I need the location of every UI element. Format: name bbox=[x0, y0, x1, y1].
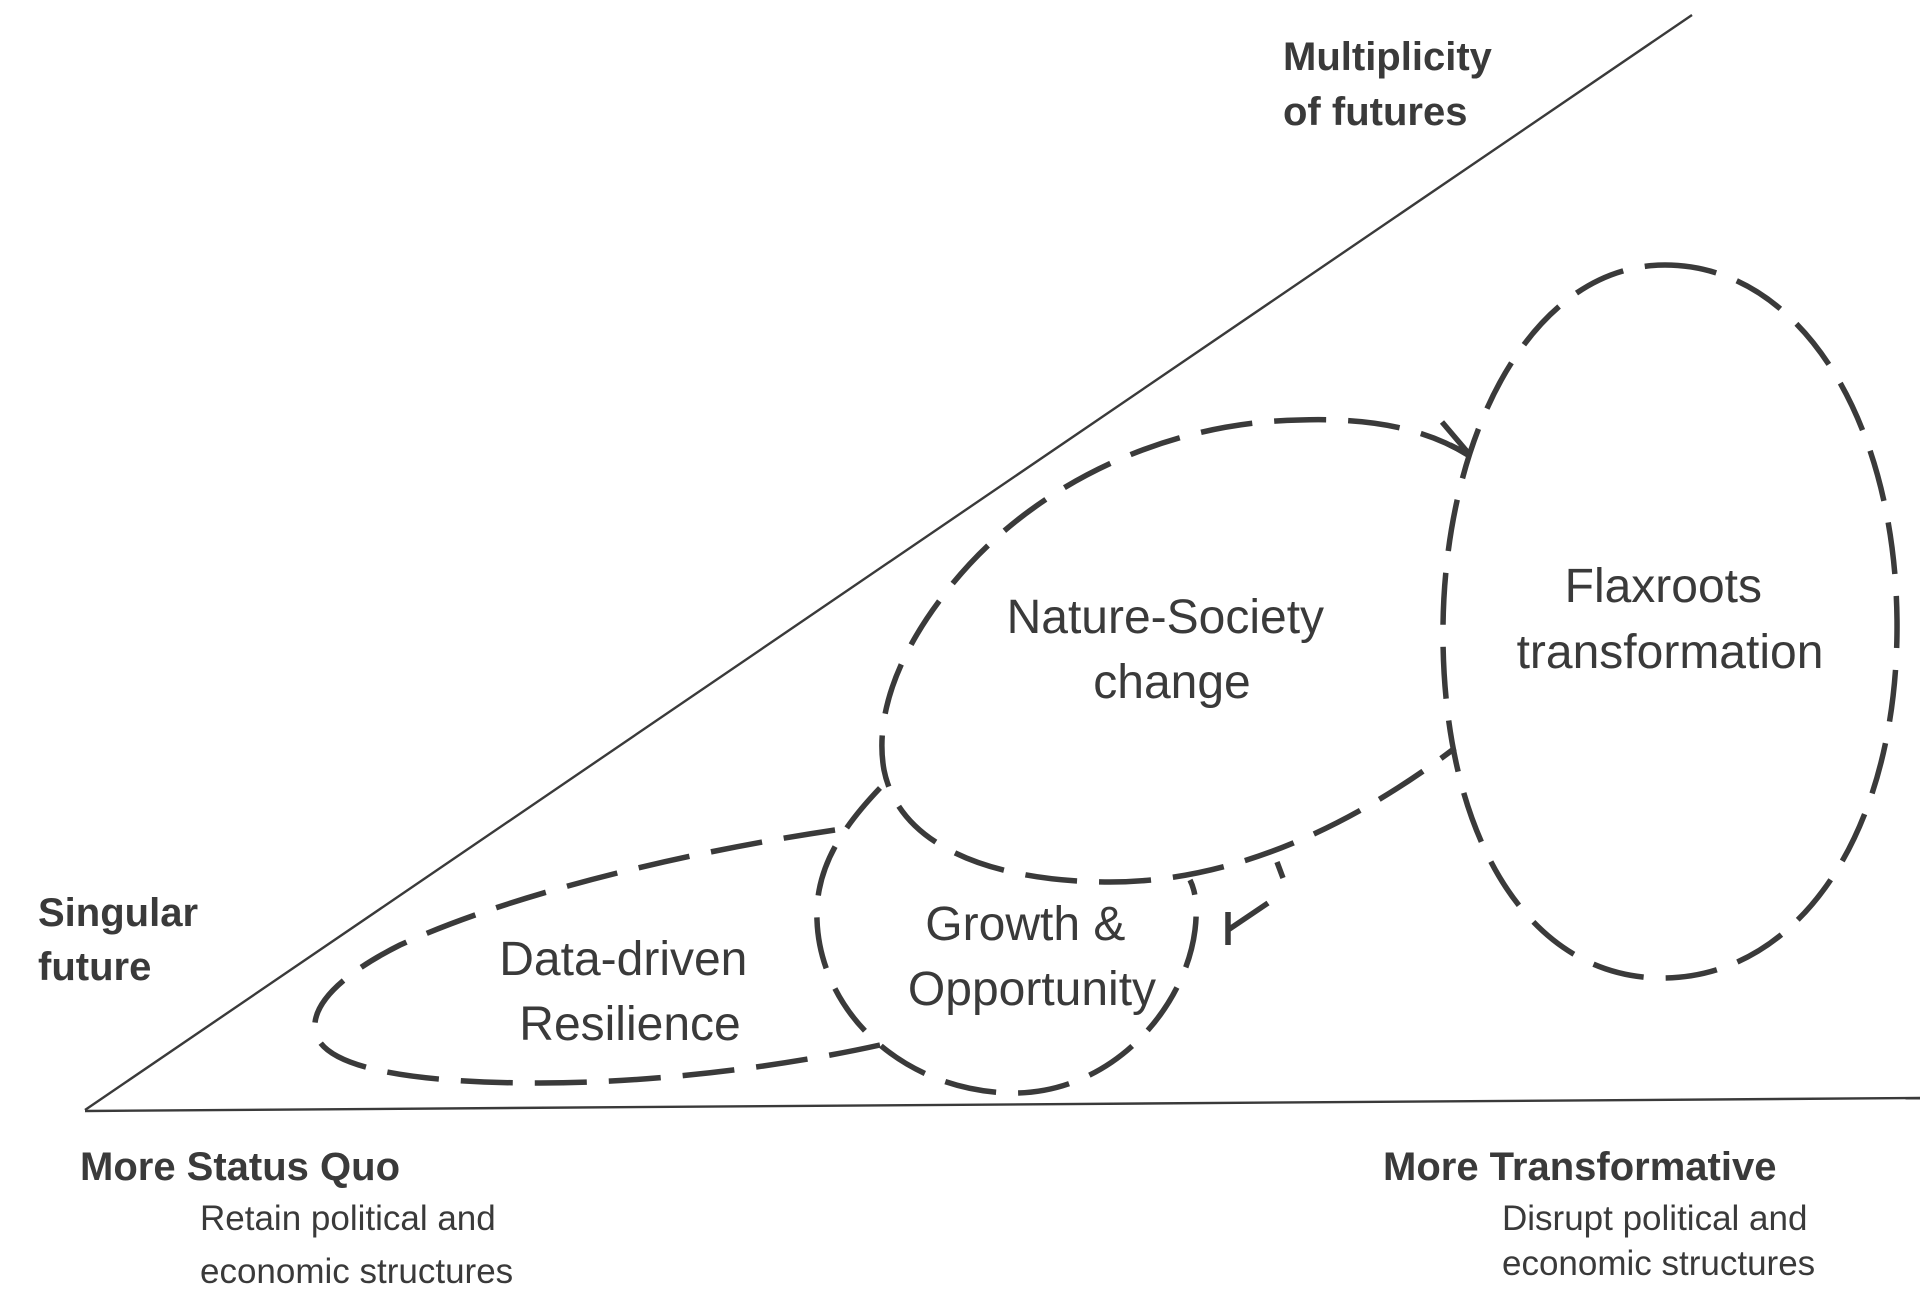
transformation-axis-line bbox=[84, 1096, 1920, 1113]
data-driven-label-line-2: Resilience bbox=[519, 998, 740, 1051]
scenario-bubble-growth-opportunity[interactable] bbox=[814, 786, 1199, 1096]
nature-society-label-line-1: Nature-Society bbox=[1007, 591, 1324, 644]
scenario-label-growth-opportunity: Growth & Opportunity bbox=[908, 898, 1156, 1016]
top-end-label-line-2: of futures bbox=[1283, 90, 1467, 134]
top-end-label-line-1: Multiplicity bbox=[1283, 35, 1493, 79]
scenario-label-data-driven-resilience: Data-driven Resilience bbox=[499, 933, 760, 1051]
left-end-label-line-1: Singular bbox=[38, 891, 198, 935]
multiplicity-axis-line bbox=[84, 14, 1693, 1111]
scenario-bubble-flaxroots-transformation[interactable] bbox=[1440, 262, 1900, 981]
transformative-pole-description: Disrupt political and economic structure… bbox=[1502, 1199, 1817, 1283]
data-driven-label-line-1: Data-driven bbox=[499, 933, 747, 986]
left-end-label: Singular future bbox=[38, 891, 209, 989]
transformative-description-line-2: economic structures bbox=[1502, 1244, 1815, 1283]
transformative-pole-title: More Transformative bbox=[1383, 1145, 1776, 1189]
scenario-bubble-data-driven-resilience[interactable] bbox=[312, 827, 881, 1086]
connector-growth-nature-society bbox=[1225, 900, 1270, 945]
status-quo-pole-description: Retain political and economic structures bbox=[200, 1199, 513, 1291]
top-end-label: Multiplicity of futures bbox=[1283, 35, 1503, 134]
scenario-label-flaxroots-transformation: Flaxroots transformation bbox=[1517, 560, 1824, 679]
growth-label-line-1: Growth & bbox=[925, 898, 1125, 951]
status-quo-description-line-2: economic structures bbox=[200, 1252, 513, 1291]
growth-label-line-2: Opportunity bbox=[908, 963, 1156, 1016]
flaxroots-label-line-2: transformation bbox=[1517, 626, 1824, 679]
connector-nature-society-notch bbox=[1274, 861, 1286, 879]
left-end-label-line-2: future bbox=[38, 945, 151, 989]
flaxroots-label-line-1: Flaxroots bbox=[1565, 560, 1762, 613]
scenario-label-nature-society-change: Nature-Society change bbox=[1007, 591, 1338, 709]
connector-nature-society-flaxroots bbox=[1439, 420, 1473, 458]
status-quo-description-line-1: Retain political and bbox=[200, 1199, 496, 1238]
status-quo-pole-title: More Status Quo bbox=[80, 1145, 400, 1189]
transformative-description-line-1: Disrupt political and bbox=[1502, 1199, 1807, 1238]
nature-society-label-line-2: change bbox=[1093, 656, 1250, 709]
scenario-bubble-nature-society-change[interactable] bbox=[879, 416, 1470, 885]
